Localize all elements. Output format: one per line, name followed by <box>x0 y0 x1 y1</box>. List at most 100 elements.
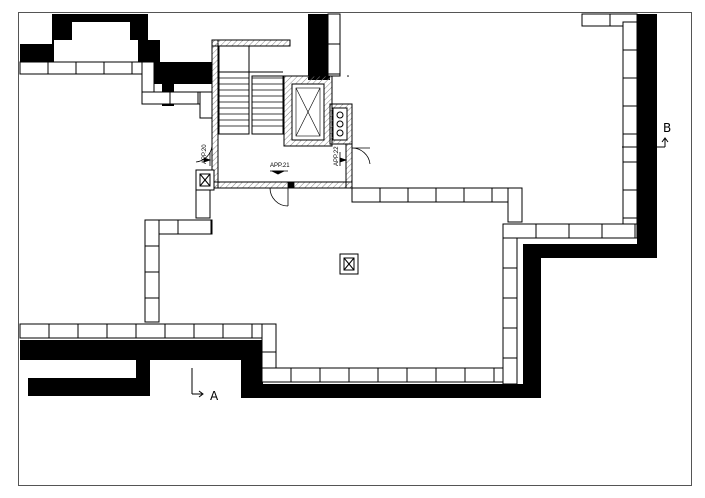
wall-panel <box>251 323 263 339</box>
wall-panel <box>502 267 518 299</box>
wall-panel <box>622 77 638 107</box>
wall-panel <box>164 323 195 339</box>
wall-panel <box>48 323 79 339</box>
door-markers <box>203 152 348 175</box>
wall-bottom-left-stub <box>20 340 48 360</box>
wall-panel <box>222 323 253 339</box>
wall-panel <box>103 61 133 75</box>
wall-panel <box>193 323 224 339</box>
app20-marker <box>203 157 212 163</box>
section-marker-a <box>191 368 204 398</box>
core-wall-bottom <box>211 181 353 189</box>
wall-panel <box>327 73 341 77</box>
wall-panel <box>144 245 160 273</box>
stair-core <box>211 39 353 189</box>
drawing-frame <box>18 12 692 486</box>
wall-panel <box>622 161 638 191</box>
interior-wall-panels <box>19 13 638 385</box>
wall-panel <box>507 187 523 223</box>
stair-treads <box>219 77 283 127</box>
wall-panel <box>141 61 155 93</box>
label-app22: APP.22 <box>334 146 340 166</box>
wall-panel <box>502 327 518 359</box>
wall-panel <box>622 133 638 163</box>
wall-panel <box>210 219 213 235</box>
wall-panel <box>622 105 638 135</box>
app21-marker <box>271 170 285 175</box>
wall-panel <box>131 61 143 75</box>
app22-marker <box>339 157 348 163</box>
wall-panel <box>622 217 638 225</box>
wall-panel <box>535 223 570 239</box>
wall-panel <box>377 367 408 383</box>
point-mark <box>347 75 349 77</box>
wall-panel <box>351 187 381 203</box>
wall-top-left <box>20 14 212 106</box>
wall-panel <box>491 187 509 203</box>
wall-panel <box>19 61 49 75</box>
wall-panel <box>327 13 341 45</box>
wall-panel <box>601 223 636 239</box>
wall-panel <box>135 323 166 339</box>
doors <box>195 145 371 207</box>
wall-top-middle <box>308 14 330 80</box>
door-app21-swing <box>269 187 289 207</box>
wall-panel <box>169 91 199 105</box>
wall-panel <box>406 367 437 383</box>
wall-panel <box>622 21 638 51</box>
wall-panel <box>327 43 341 75</box>
label-app21: APP.21 <box>270 163 290 169</box>
lift-cross-2 <box>295 87 321 137</box>
wall-panel <box>290 367 321 383</box>
wall-panel <box>141 91 171 105</box>
section-label-a: A <box>210 389 219 403</box>
wall-panel <box>348 367 379 383</box>
wall-panel <box>622 189 638 219</box>
shaft-circle-1 <box>336 111 344 119</box>
wall-panel <box>144 297 160 323</box>
core-wall-left <box>211 39 219 189</box>
wall-panel <box>177 219 212 235</box>
wall-panel <box>199 91 213 119</box>
core-wall-top <box>211 39 291 47</box>
exterior-walls <box>20 14 657 398</box>
wall-panel <box>581 13 611 27</box>
wall-panel <box>435 187 465 203</box>
wall-panel <box>77 323 108 339</box>
wall-panel <box>319 367 350 383</box>
wall-panel <box>502 237 518 269</box>
stair-flight-right <box>251 75 284 135</box>
wall-panel <box>622 49 638 79</box>
wall-panel <box>106 323 137 339</box>
shaft-circle-2 <box>336 120 344 128</box>
core-wall-right <box>345 143 353 189</box>
wall-panel <box>144 219 160 247</box>
door-app22-swing <box>351 147 371 165</box>
wall-panel <box>464 367 495 383</box>
wall-panel <box>47 61 77 75</box>
section-marker-b <box>622 137 669 148</box>
wall-panel <box>379 187 409 203</box>
wall-bottom-left <box>20 340 263 396</box>
wall-panel <box>75 61 105 75</box>
wall-right <box>241 14 657 398</box>
label-app20: APP.20 <box>202 144 208 164</box>
wall-panel <box>463 187 493 203</box>
wall-panel <box>144 271 160 299</box>
wall-panel <box>502 223 537 239</box>
wall-panel <box>19 323 50 339</box>
section-label-b: B <box>663 121 671 135</box>
small-shafts <box>195 169 359 275</box>
wall-panel <box>493 367 504 383</box>
wall-panel <box>568 223 603 239</box>
wall-panel <box>261 323 277 353</box>
door-app20-swing <box>195 145 213 163</box>
wall-panel <box>502 297 518 329</box>
wall-panel <box>502 357 518 385</box>
wall-panel <box>261 367 292 383</box>
wall-panel <box>435 367 466 383</box>
door-app21-frame <box>287 181 295 189</box>
wall-panel <box>407 187 437 203</box>
wall-panel <box>634 223 638 239</box>
